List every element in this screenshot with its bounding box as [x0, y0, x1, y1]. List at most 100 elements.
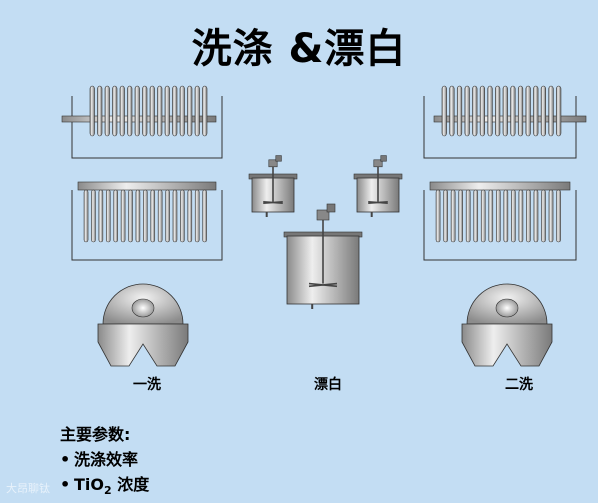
filter-tank-outline — [423, 96, 577, 159]
filter-candle — [105, 189, 111, 243]
filter-leaf — [548, 85, 554, 137]
agitator-gearbox — [326, 203, 336, 213]
filter-candle — [83, 189, 89, 243]
watermark: 大昂聊钛 — [6, 482, 50, 495]
filter-leaf — [142, 85, 148, 137]
filter-candle — [172, 189, 178, 243]
filter-leaf — [89, 85, 95, 137]
filter-candle — [443, 189, 448, 243]
filter-candle — [541, 189, 546, 243]
filter-candle — [435, 189, 441, 243]
filter-candle — [495, 189, 501, 243]
filter-candle — [556, 189, 561, 243]
filter-leaf — [127, 85, 133, 137]
filter-candle — [518, 189, 524, 243]
filter-tank-outline — [71, 96, 223, 159]
filter-candle — [202, 189, 207, 243]
right-leaf-filter — [423, 85, 587, 159]
filter-candle — [98, 189, 104, 243]
filter-leaf — [202, 85, 208, 137]
label-bleach: 漂白 — [314, 377, 342, 393]
filter-candle — [120, 189, 126, 243]
filter-candle — [526, 189, 531, 243]
filter-candle — [128, 189, 133, 243]
filter-candle — [548, 189, 554, 243]
filter-leaf — [502, 85, 508, 137]
bleach-tank — [283, 203, 363, 309]
filter-candle — [150, 189, 156, 243]
small-tank-right — [353, 155, 403, 217]
label-wash2: 二洗 — [505, 377, 533, 393]
filter-leaf — [157, 85, 163, 137]
right-candle-filter — [423, 181, 577, 261]
filter-candle — [187, 189, 193, 243]
filter-leaf — [149, 85, 155, 137]
filter-leaf — [487, 85, 493, 137]
filter-candle — [165, 189, 170, 243]
filter-candle — [157, 189, 163, 243]
filter-leaf — [495, 85, 501, 137]
filter-shaft — [433, 115, 587, 123]
parameter-item: •TiO2 浓度 — [60, 472, 149, 503]
parameter-item: •洗涤效率 — [60, 447, 149, 472]
filter-leaf — [479, 85, 485, 137]
agitator-impeller — [308, 282, 338, 288]
agitator-motor — [373, 159, 383, 168]
filter-leaf — [164, 85, 170, 137]
filter-leaf — [517, 85, 524, 137]
filter-leaf — [194, 85, 200, 137]
left-candle-filter — [71, 181, 223, 261]
bullet-icon: • — [60, 475, 71, 494]
filter-candle — [465, 189, 471, 243]
filter-leaf — [449, 85, 455, 137]
left-leaf-filter — [61, 85, 223, 159]
agitator-motor — [268, 159, 278, 168]
small-tank-left — [248, 155, 298, 217]
filter-leaf — [472, 85, 478, 137]
filter-candle — [488, 189, 494, 243]
filter-candle — [533, 189, 539, 243]
filter-leaf — [119, 85, 125, 137]
candle-top-plate — [77, 181, 217, 191]
agitator-impeller — [263, 201, 283, 204]
filter-leaf — [456, 85, 463, 137]
filter-leaf — [187, 85, 193, 137]
agitator-impeller — [368, 201, 388, 204]
filter-candle — [113, 189, 118, 243]
drum-hopper — [97, 323, 189, 367]
parameter-heading: 主要参数: — [60, 425, 131, 444]
candle-tank-outline — [71, 190, 223, 261]
filter-candle — [91, 189, 96, 243]
filter-leaf — [464, 85, 470, 137]
agitator-gearbox — [380, 155, 387, 162]
filter-candle — [511, 189, 516, 243]
filter-candle — [480, 189, 486, 243]
filter-leaf — [97, 85, 103, 137]
filter-candle — [194, 189, 200, 243]
filter-leaf — [525, 85, 531, 137]
candle-top-plate — [429, 181, 571, 191]
filter-candle — [135, 189, 141, 243]
filter-leaf — [510, 85, 516, 137]
candle-tank-outline — [423, 190, 577, 261]
filter-leaf — [112, 85, 118, 137]
filter-leaf — [134, 85, 140, 137]
filter-candle — [143, 189, 148, 243]
filter-leaf — [540, 85, 546, 137]
filter-candle — [450, 189, 456, 243]
filter-candle — [503, 189, 509, 243]
right-drum-unit — [461, 283, 553, 367]
filter-candle — [473, 189, 479, 243]
parameter-list: 主要参数: •洗涤效率 •TiO2 浓度 — [60, 422, 149, 503]
agitator-gearbox — [275, 155, 282, 162]
drum-hopper — [461, 323, 553, 367]
diagram-title: 洗涤 &漂白 — [191, 26, 407, 72]
filter-leaf — [533, 85, 539, 137]
drum-disc — [131, 298, 155, 318]
filter-leaf — [172, 85, 178, 137]
bullet-icon: • — [60, 450, 71, 469]
filter-leaf — [104, 85, 110, 137]
drum-disc — [495, 298, 519, 318]
filter-leaf — [556, 85, 562, 137]
